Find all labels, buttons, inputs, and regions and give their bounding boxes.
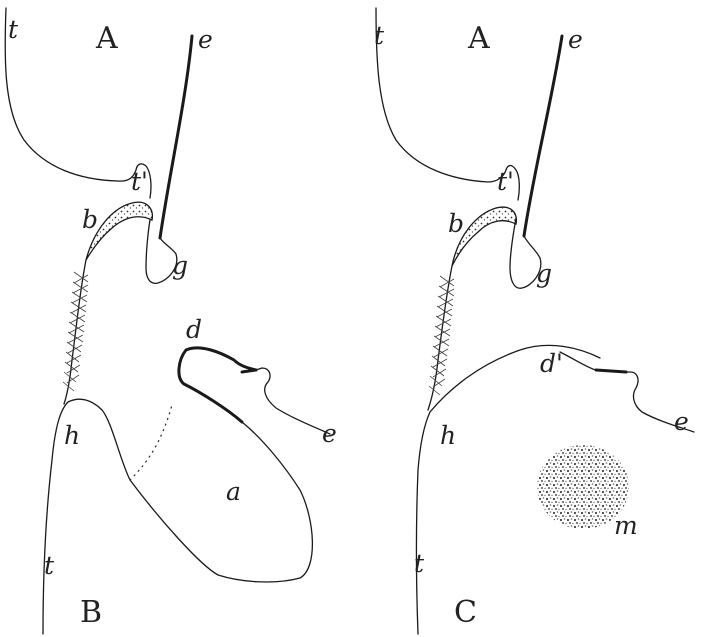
left-label-t-bottom: t	[44, 551, 55, 580]
right-thick-segment	[596, 370, 626, 372]
right-label-h: h	[440, 421, 456, 450]
right-label-A: A	[467, 21, 490, 56]
right-label-t-prime: t'	[497, 167, 514, 196]
left-thick-arm	[179, 348, 256, 422]
left-label-a: a	[226, 477, 241, 506]
left-label-h: h	[64, 421, 80, 450]
left-label-g: g	[172, 251, 188, 280]
right-label-C: C	[454, 595, 477, 630]
left-label-d: d	[186, 315, 202, 344]
right-label-t-bottom: t	[414, 549, 425, 578]
right-label-b: b	[448, 209, 464, 238]
left-label-B: B	[80, 595, 102, 630]
left-notch-tail	[256, 368, 330, 434]
left-dotted-line	[130, 405, 172, 480]
left-upper-outline	[5, 8, 151, 198]
right-thick-edge-e	[524, 36, 562, 236]
left-label-t-top: t	[8, 15, 19, 44]
left-label-A: A	[95, 21, 118, 56]
left-thick-edge-e	[160, 36, 192, 238]
left-panel: t A e t' b g d e h a t B	[5, 8, 337, 634]
left-label-e-right: e	[322, 419, 337, 448]
right-label-d-prime: d'	[540, 349, 563, 378]
left-label-e-top: e	[198, 25, 213, 54]
right-label-m: m	[614, 511, 638, 540]
right-label-e-top: e	[568, 25, 583, 54]
right-label-e-right: e	[674, 407, 689, 436]
left-label-b: b	[82, 205, 98, 234]
left-label-t-prime: t'	[131, 167, 148, 196]
right-label-g: g	[536, 259, 552, 288]
right-label-t-top: t	[374, 21, 385, 50]
right-panel: t A e t' b g d' e h m t C	[374, 8, 694, 634]
